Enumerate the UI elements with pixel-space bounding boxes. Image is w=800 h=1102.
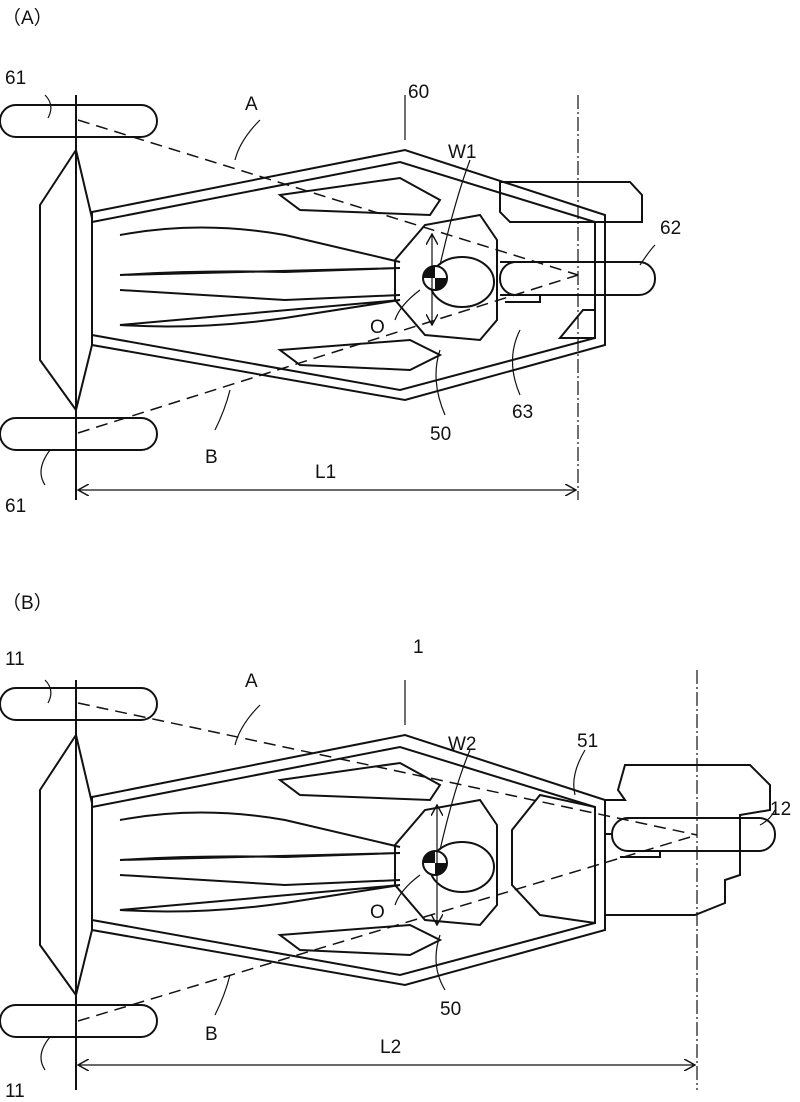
front-frame — [75, 734, 93, 996]
label-11-bottom: 11 — [5, 1081, 25, 1102]
seat-50 — [394, 213, 498, 342]
label-o: O — [370, 317, 385, 338]
rear-arm — [500, 261, 595, 303]
panel-label-b: （B） — [2, 592, 53, 614]
label-1: 1 — [413, 637, 424, 658]
label-b: B — [205, 1024, 218, 1045]
cutout-lower — [119, 289, 401, 328]
line-b — [77, 834, 698, 1022]
label-61-top: 61 — [5, 68, 26, 89]
label-12: 12 — [770, 799, 791, 820]
cutout-upper — [119, 811, 401, 861]
rear-part-63 — [557, 309, 596, 339]
line-a — [77, 119, 579, 276]
label-a: A — [245, 94, 258, 115]
label-62: 62 — [660, 218, 681, 239]
rear-arm — [605, 833, 661, 858]
label-w2: W2 — [448, 734, 477, 755]
rear-fender — [499, 181, 643, 223]
rail-upper — [277, 176, 442, 217]
label-61-bottom: 61 — [5, 496, 26, 517]
front-bumper — [39, 734, 77, 996]
front-wheel-bottom — [0, 1004, 158, 1038]
body-outer — [91, 733, 606, 987]
label-50: 50 — [440, 999, 461, 1020]
label-50: 50 — [430, 424, 451, 445]
label-l2: L2 — [380, 1037, 401, 1058]
front-wheel-bottom — [0, 417, 158, 451]
front-bumper — [39, 149, 77, 411]
label-b: B — [205, 447, 218, 468]
rail-upper — [277, 761, 442, 802]
label-60: 60 — [408, 82, 429, 103]
label-a: A — [245, 671, 258, 692]
cutout-upper — [119, 226, 401, 276]
label-l1: L1 — [315, 462, 336, 483]
label-o: O — [370, 902, 385, 923]
front-wheel-top — [0, 104, 158, 138]
rear-body — [604, 764, 771, 916]
label-63: 63 — [512, 402, 533, 423]
panel-label-a: （A） — [2, 7, 53, 29]
rear-part-51 — [511, 793, 596, 925]
figure-a: （A） 61 61 60 W1 62 O 50 63 A B — [0, 7, 681, 517]
front-frame — [75, 149, 93, 411]
figure-b: （B） 11 11 1 W2 12 O 50 51 A B L — [0, 592, 791, 1102]
rail-lower — [277, 923, 443, 957]
label-11-top: 11 — [5, 649, 25, 670]
label-w1: W1 — [448, 142, 477, 163]
seat-50 — [394, 798, 498, 927]
line-b — [77, 274, 579, 434]
label-51: 51 — [577, 731, 598, 752]
body-outer — [91, 148, 606, 402]
rail-lower — [277, 338, 443, 372]
line-a — [77, 702, 698, 836]
cutout-lower — [119, 874, 401, 913]
front-wheel-top — [0, 687, 158, 721]
